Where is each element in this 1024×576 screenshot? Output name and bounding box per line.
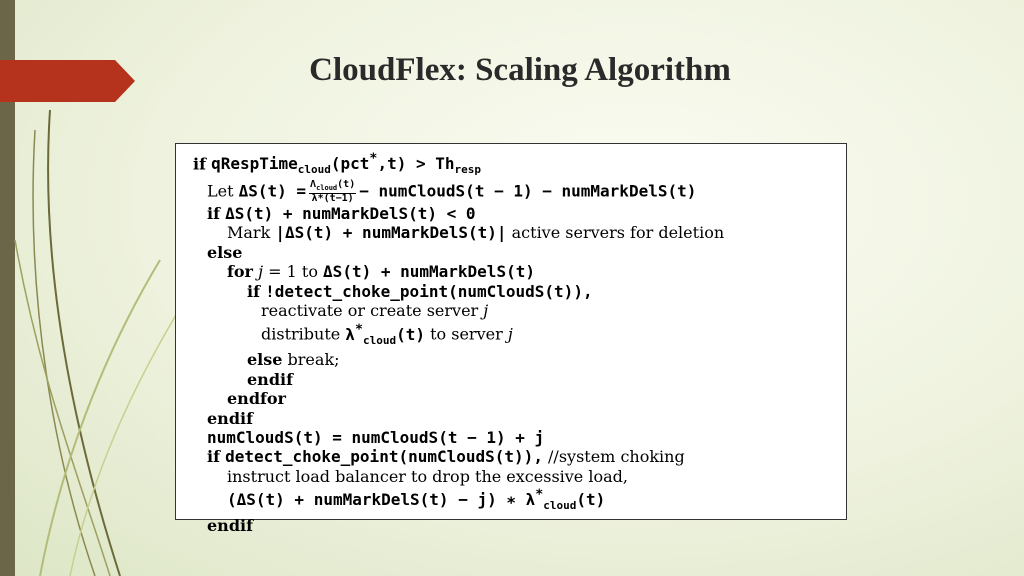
decorative-swoosh xyxy=(14,109,186,576)
algorithm-line: if ΔS(t) + numMarkDelS(t) < 0 xyxy=(207,203,476,223)
algorithm-line: endif xyxy=(207,516,253,536)
algorithm-line: for j = 1 to ΔS(t) + numMarkDelS(t) xyxy=(227,262,535,282)
algorithm-line: reactivate or create server j xyxy=(261,300,489,320)
algorithm-line: numCloudS(t) = numCloudS(t − 1) + j xyxy=(207,427,545,447)
algorithm-line: endif xyxy=(247,369,293,389)
algorithm-line: (ΔS(t) + numMarkDelS(t) − j) ∗ λ*cloud(t… xyxy=(227,488,606,513)
algorithm-line: endif xyxy=(207,408,253,428)
slide-title: CloudFlex: Scaling Algorithm xyxy=(309,52,731,88)
algorithm-line: if detect_choke_point(numCloudS(t)), //s… xyxy=(207,447,685,467)
title-arrow-tab xyxy=(0,60,135,102)
algorithm-line: if !detect_choke_point(numCloudS(t)), xyxy=(247,281,593,301)
algorithm-line: if qRespTimecloud(pct*,t) > Thresp xyxy=(193,152,482,177)
algorithm-line: else break; xyxy=(247,350,340,370)
algorithm-line: endfor xyxy=(227,389,286,409)
left-accent-bar xyxy=(0,0,15,576)
algorithm-line: distribute λ*cloud(t) to server j xyxy=(261,322,513,347)
algorithm-line: else xyxy=(207,242,243,262)
algorithm-line: Mark |ΔS(t) + numMarkDelS(t)| active ser… xyxy=(227,223,725,243)
algorithm-line: Let ΔS(t) =Λcloud(t)λ*(t−1)− numCloudS(t… xyxy=(207,178,697,204)
algorithm-line: instruct load balancer to drop the exces… xyxy=(227,466,628,486)
algorithm-box: if qRespTimecloud(pct*,t) > Thresp Let Δ… xyxy=(175,143,847,535)
